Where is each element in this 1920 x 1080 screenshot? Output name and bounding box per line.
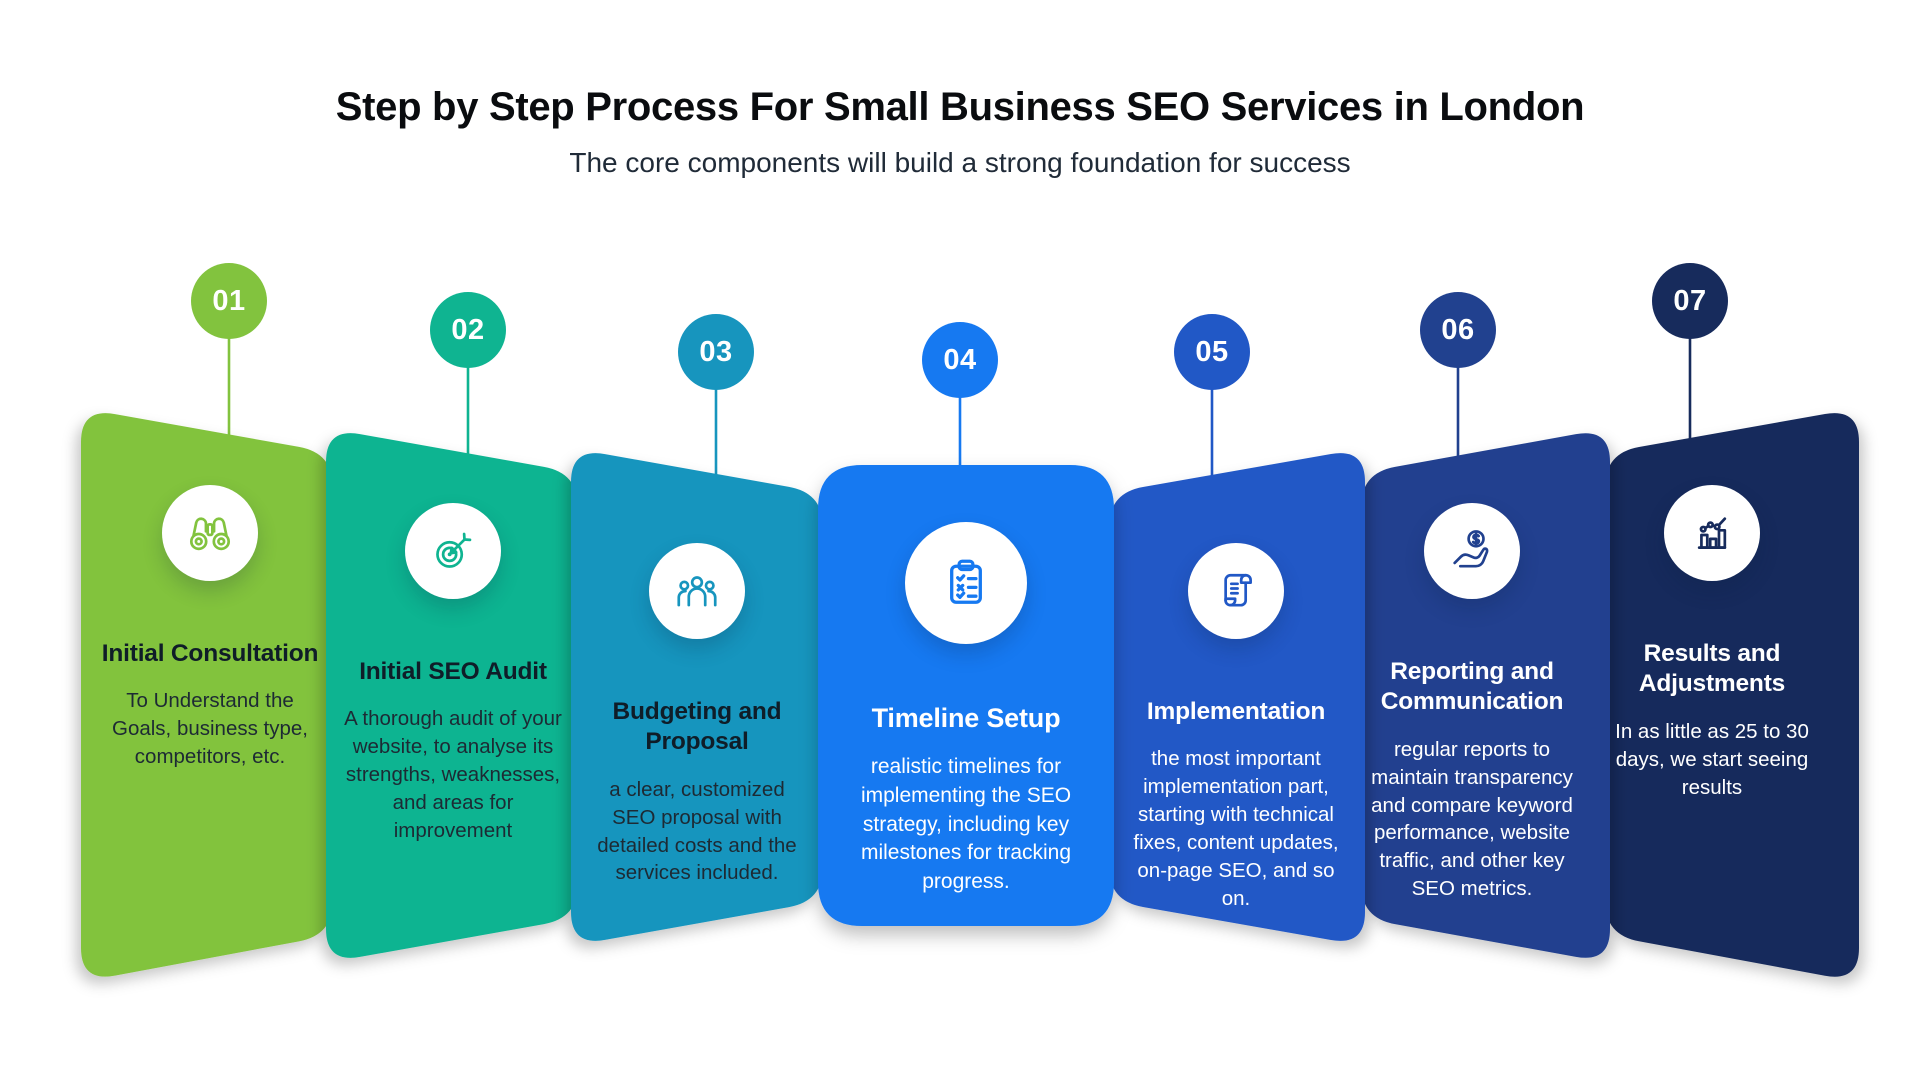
- step-card-2: [326, 433, 578, 958]
- step-number-label: 03: [699, 335, 733, 368]
- step-icon-circle-3: [649, 543, 745, 639]
- page-subtitle: The core components will build a strong …: [569, 147, 1351, 178]
- step-body: a clear, customized SEO proposal with de…: [597, 777, 797, 885]
- header: Step by Step Process For Small Business …: [0, 84, 1920, 180]
- step-number-label: 04: [943, 343, 977, 376]
- step-number-label: 06: [1441, 313, 1475, 346]
- binoculars-icon: [189, 517, 231, 551]
- step-text-block-4: Timeline Setup realistic timelines for im…: [842, 702, 1090, 896]
- step-text-block-6: Reporting and Communication regular repor…: [1360, 657, 1584, 903]
- step-badge-5: 05: [1174, 314, 1250, 390]
- step-body: regular reports to maintain transparency…: [1371, 737, 1573, 901]
- step-title: Implementation: [1146, 698, 1326, 725]
- step-text-block-7: Results and Adjustments In as little as 2…: [1600, 639, 1824, 801]
- step-badge-6: 06: [1420, 292, 1496, 368]
- step-badge-3: 03: [678, 314, 754, 390]
- step-title: Timeline Setup: [871, 703, 1061, 733]
- step-icon-circle-1: [162, 485, 258, 581]
- step-card-3: [571, 453, 823, 941]
- step-number-label: 02: [451, 313, 485, 346]
- step-card-4: [818, 465, 1114, 926]
- step-number-label: 05: [1195, 335, 1229, 368]
- step-number-label: 07: [1673, 284, 1707, 317]
- step-text-block-1: Initial Consultation To Understand the Go…: [98, 639, 322, 771]
- step-title: Reporting and Communication: [1380, 658, 1564, 716]
- step-title: Initial Consultation: [101, 640, 319, 667]
- step-icon-circle-5: [1188, 543, 1284, 639]
- target-icon: [436, 532, 472, 568]
- step-text-block-2: Initial SEO Audit A thorough audit of you…: [341, 657, 565, 845]
- step-title: Results and Adjustments: [1638, 640, 1786, 698]
- step-text-block-5: Implementation the most important impleme…: [1124, 697, 1348, 913]
- step-card-1: [81, 413, 333, 977]
- scroll-icon: [1224, 573, 1252, 607]
- step-body: the most important implementation part, …: [1133, 747, 1339, 910]
- step-body: To Understand the Goals, business type, …: [112, 689, 308, 769]
- growth-chart-icon: [1697, 517, 1727, 549]
- step-card-5: [1109, 453, 1365, 941]
- step-title: Initial SEO Audit: [359, 658, 547, 685]
- step-icon-circle-7: [1664, 485, 1760, 581]
- step-body: realistic timelines for implementing the…: [860, 755, 1072, 893]
- people-group-icon: [677, 576, 717, 607]
- step-text-block-3: Budgeting and Proposal a clear, customize…: [585, 697, 809, 887]
- clipboard-checklist-icon: [950, 559, 982, 604]
- step-icon-circle-4: [905, 522, 1027, 644]
- hand-dollar-icon: [1453, 530, 1489, 568]
- step-card-6: [1361, 433, 1610, 958]
- step-badge-1: 01: [191, 263, 267, 339]
- step-title: Budgeting and Proposal: [612, 698, 782, 756]
- step-body: In as little as 25 to 30 days, we start …: [1615, 719, 1809, 799]
- page-title: Step by Step Process For Small Business …: [335, 85, 1585, 129]
- step-badge-2: 02: [430, 292, 506, 368]
- step-body: A thorough audit of your website, to ana…: [344, 707, 562, 842]
- step-icon-circle-6: [1424, 503, 1520, 599]
- step-number-label: 01: [212, 284, 246, 317]
- step-icon-circle-2: [405, 503, 501, 599]
- step-badge-4: 04: [922, 322, 998, 398]
- step-badge-7: 07: [1652, 263, 1728, 339]
